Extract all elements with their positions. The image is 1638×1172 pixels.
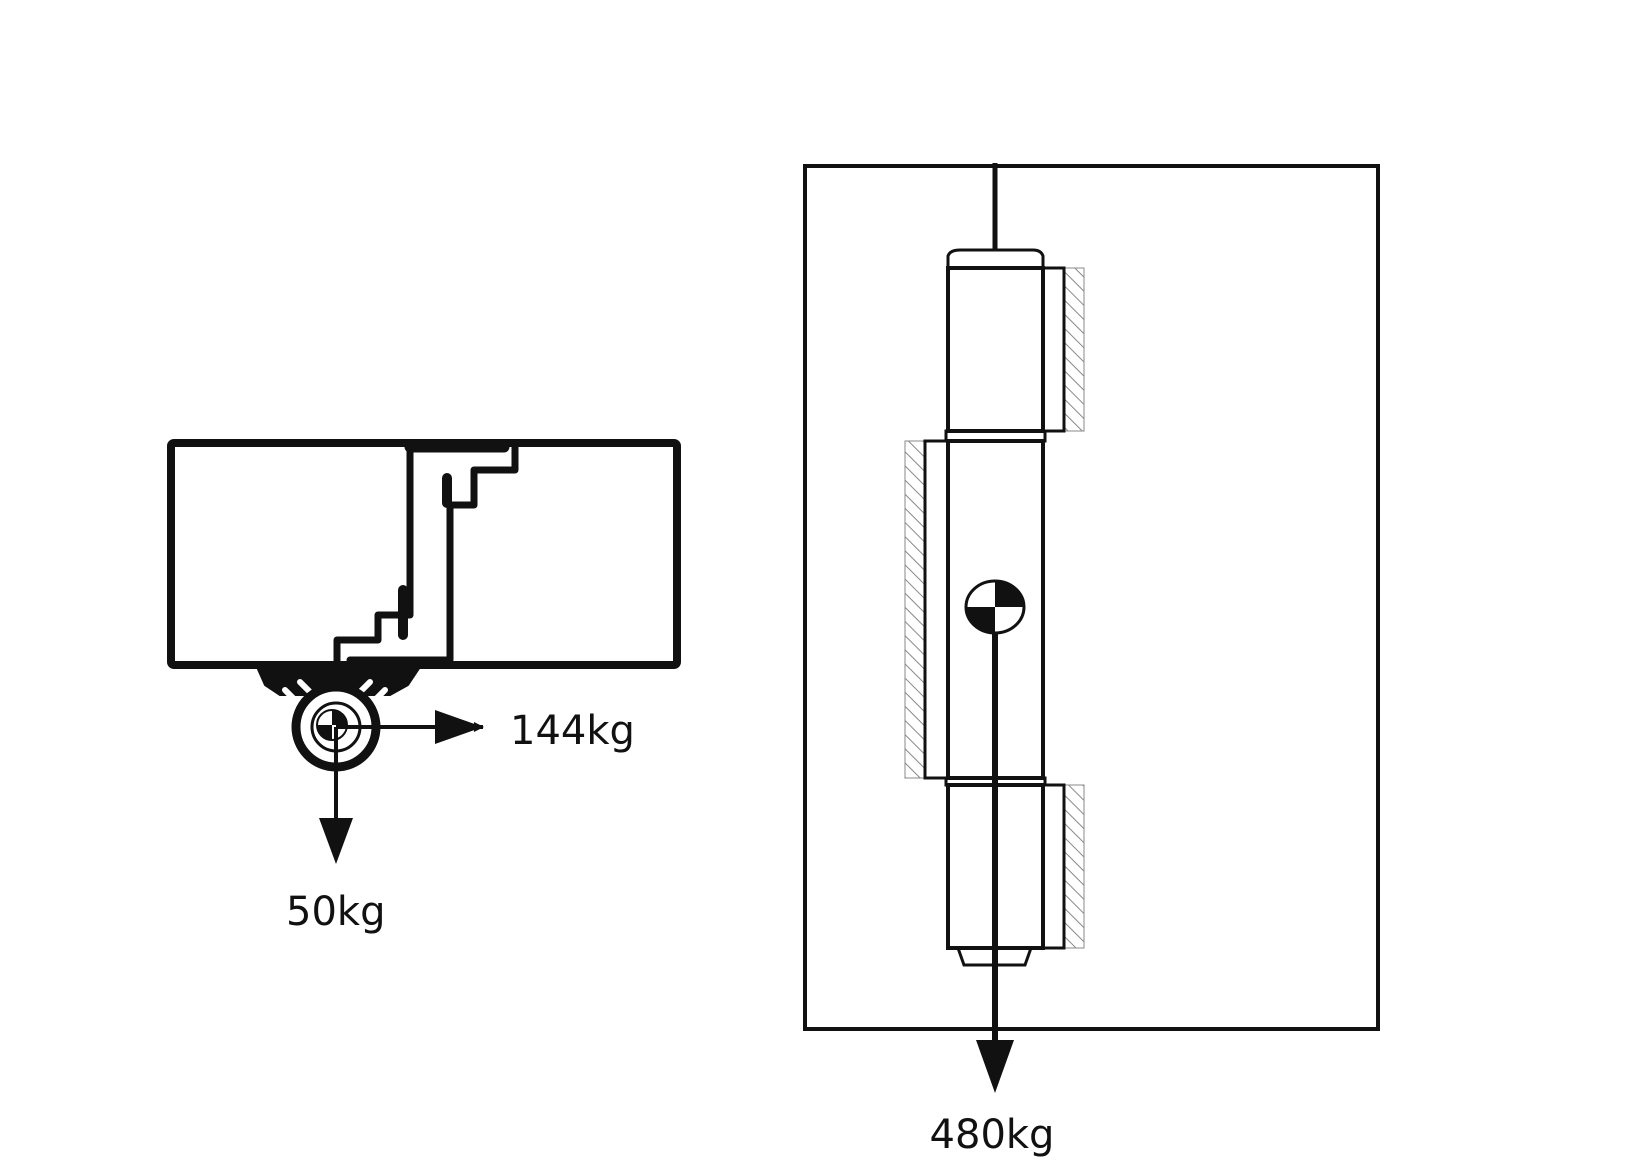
door-outline <box>803 164 1380 1031</box>
hinge-bottom-leaf <box>1041 783 1066 950</box>
hinge-top-leaf <box>1041 266 1066 433</box>
vertical-arrowhead <box>319 818 353 864</box>
weight-force-label: 480kg <box>930 1112 1055 1158</box>
hinge-top-segment <box>946 266 1045 433</box>
horizontal-arrowhead <box>435 710 483 744</box>
hatch-right-bottom <box>1063 784 1085 949</box>
horizontal-force-label: 144kg <box>510 708 635 754</box>
center-of-mass-icon-door <box>964 579 1026 635</box>
hinge-top-cap <box>946 248 1045 268</box>
hinge-middle-leaf <box>923 439 950 780</box>
hatch-left-mid <box>904 440 926 779</box>
weight-arrowhead <box>976 1040 1014 1093</box>
right-panel-edge <box>346 443 519 664</box>
frame-outline <box>167 439 681 669</box>
hatch-right-top <box>1063 267 1085 432</box>
hinge-base <box>256 666 421 696</box>
center-of-mass-icon <box>316 709 348 741</box>
left-panel-edge <box>333 439 414 669</box>
front-view-diagram <box>803 163 1380 1031</box>
vertical-force-label: 50kg <box>286 889 385 935</box>
